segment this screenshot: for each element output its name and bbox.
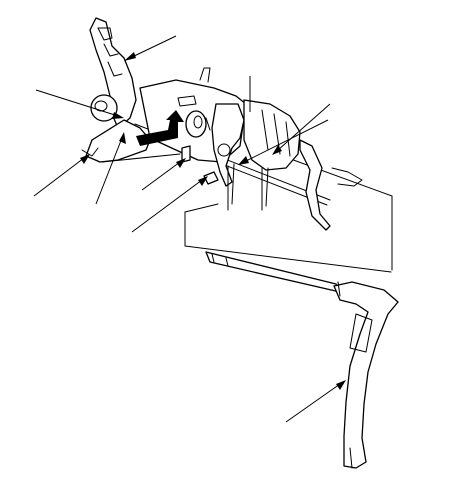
housing-tabs bbox=[181, 145, 269, 211]
lower-left-bracket bbox=[81, 119, 181, 163]
leader-line-1 bbox=[124, 35, 177, 61]
cam-lever bbox=[211, 103, 245, 187]
leader-line-4 bbox=[95, 132, 126, 205]
right-gear-assembly bbox=[243, 99, 301, 171]
shaft-collar bbox=[185, 110, 207, 138]
leader-line-3 bbox=[33, 154, 90, 197]
assembly-backplate bbox=[184, 149, 393, 273]
leader-line-10 bbox=[285, 380, 346, 423]
leader-line-9 bbox=[238, 119, 329, 165]
operating-rod bbox=[205, 251, 341, 293]
direction-arrow bbox=[136, 110, 184, 146]
leader-line-2 bbox=[35, 89, 124, 119]
right-hook-lever bbox=[299, 139, 363, 231]
leader-line-8 bbox=[272, 103, 331, 155]
l-shaped-lever bbox=[333, 281, 399, 469]
leader-line-6 bbox=[131, 176, 208, 233]
leader-line-5 bbox=[141, 158, 186, 191]
